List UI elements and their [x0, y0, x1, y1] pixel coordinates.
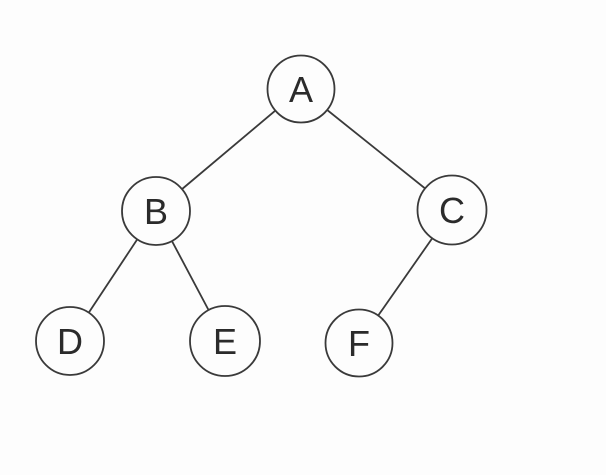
tree-node-F: F: [324, 308, 394, 378]
node-label-D: D: [57, 321, 83, 362]
tree-node-B: B: [121, 176, 191, 246]
node-circle-B: [121, 176, 191, 246]
node-label-A: A: [289, 69, 313, 110]
node-circle-A: [266, 54, 336, 124]
node-label-F: F: [348, 323, 370, 364]
node-label-E: E: [213, 321, 237, 362]
tree-node-C: C: [416, 174, 488, 246]
node-circle-D: [35, 306, 105, 376]
node-label-C: C: [439, 190, 465, 231]
tree-node-A: A: [266, 54, 336, 124]
node-circle-E: [189, 305, 261, 377]
node-circle-F: [324, 308, 394, 378]
tree-node-D: D: [35, 306, 105, 376]
tree-node-E: E: [189, 305, 261, 377]
node-circle-C: [416, 174, 488, 246]
node-label-B: B: [144, 191, 168, 232]
